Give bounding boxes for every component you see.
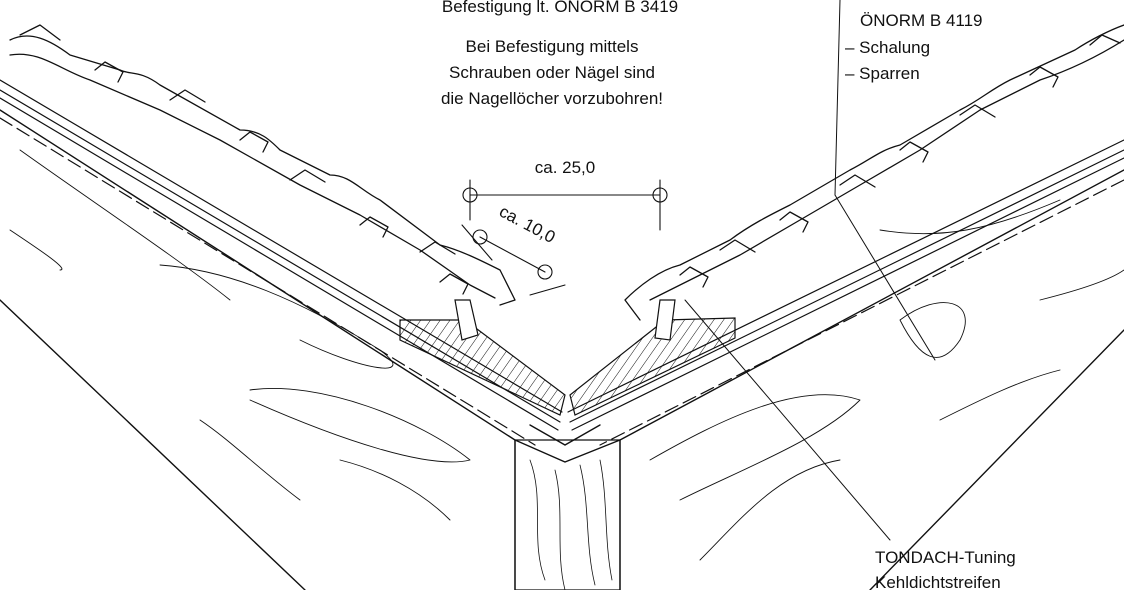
product-line-1: TONDACH-Tuning (875, 548, 1016, 567)
right-boarding (567, 139, 1124, 446)
item-sparren: – Sparren (845, 64, 920, 83)
valley-bottom (514, 424, 621, 463)
item-schalung: – Schalung (845, 38, 930, 57)
top-cut-label: Befestigung lt. ÖNORM B 3419 (442, 0, 678, 16)
left-boarding (0, 79, 563, 446)
right-rafter (619, 169, 1124, 590)
left-tiles (9, 24, 516, 306)
dim-wide-label: ca. 25,0 (535, 158, 596, 177)
note-line-1: Bei Befestigung mittels (466, 37, 639, 56)
left-valley-strip (399, 299, 566, 416)
dimension-10 (461, 224, 566, 296)
norm-label: ÖNORM B 4119 (860, 11, 983, 30)
leader-lines (684, 0, 936, 541)
dimension-25 (462, 179, 668, 231)
note-line-3: die Nagellöcher vorzubohren! (441, 89, 663, 108)
right-valley-strip (569, 299, 736, 416)
center-post (514, 439, 621, 590)
product-line-2: Kehldichtstreifen (875, 573, 1001, 590)
right-tiles (624, 24, 1124, 321)
dim-narrow-label: ca. 10,0 (496, 202, 558, 247)
note-line-2: Schrauben oder Nägel sind (449, 63, 655, 82)
